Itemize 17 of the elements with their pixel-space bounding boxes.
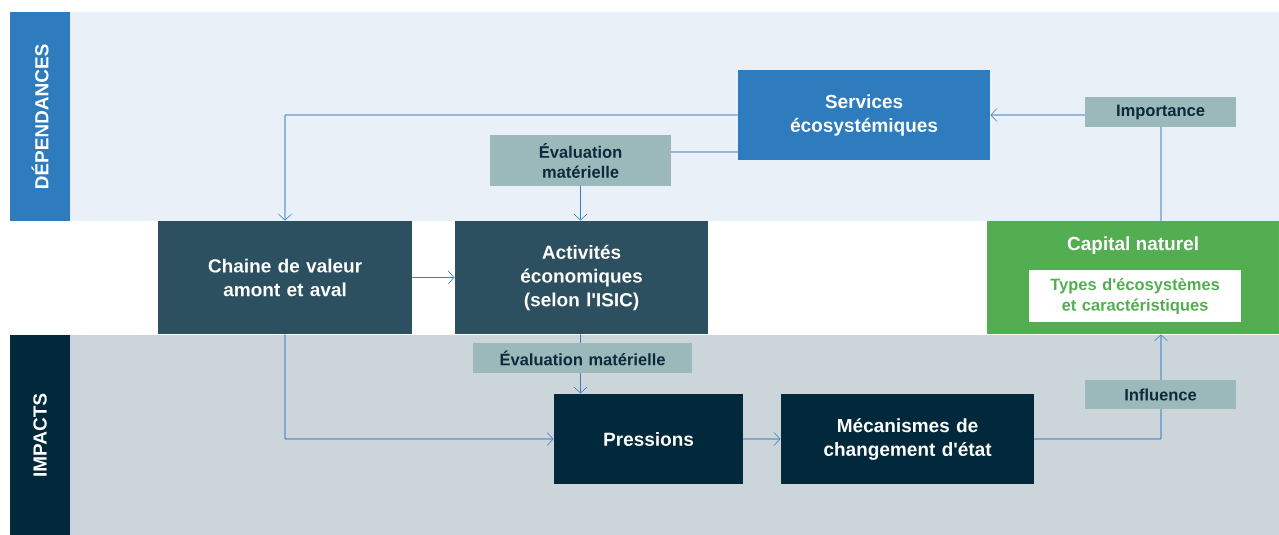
section-tab: DÉPENDANCES: [10, 12, 70, 221]
process-box: Services écosystémiques: [738, 70, 990, 160]
edge-label: Importance: [1085, 97, 1236, 127]
section-tab: IMPACTS: [10, 335, 70, 535]
arrow: [278, 114, 739, 221]
process-box: Pressions: [554, 394, 743, 484]
edge-label: Évaluation matérielle: [473, 343, 692, 373]
edge-label: Influence: [1085, 380, 1236, 409]
process-box: Activités économiques (selon l'ISIC): [455, 221, 708, 334]
process-box: Chaine de valeur amont et aval: [158, 221, 412, 334]
arrow: [1033, 334, 1168, 440]
process-box: Mécanismes de changement d'état: [781, 394, 1034, 484]
arrow: [411, 270, 455, 285]
arrow: [284, 333, 554, 446]
inner-box: Types d'écosystèmes et caractéristiques: [1029, 270, 1241, 322]
arrow: [742, 432, 781, 446]
edge-label: Évaluation matérielle: [490, 135, 671, 186]
